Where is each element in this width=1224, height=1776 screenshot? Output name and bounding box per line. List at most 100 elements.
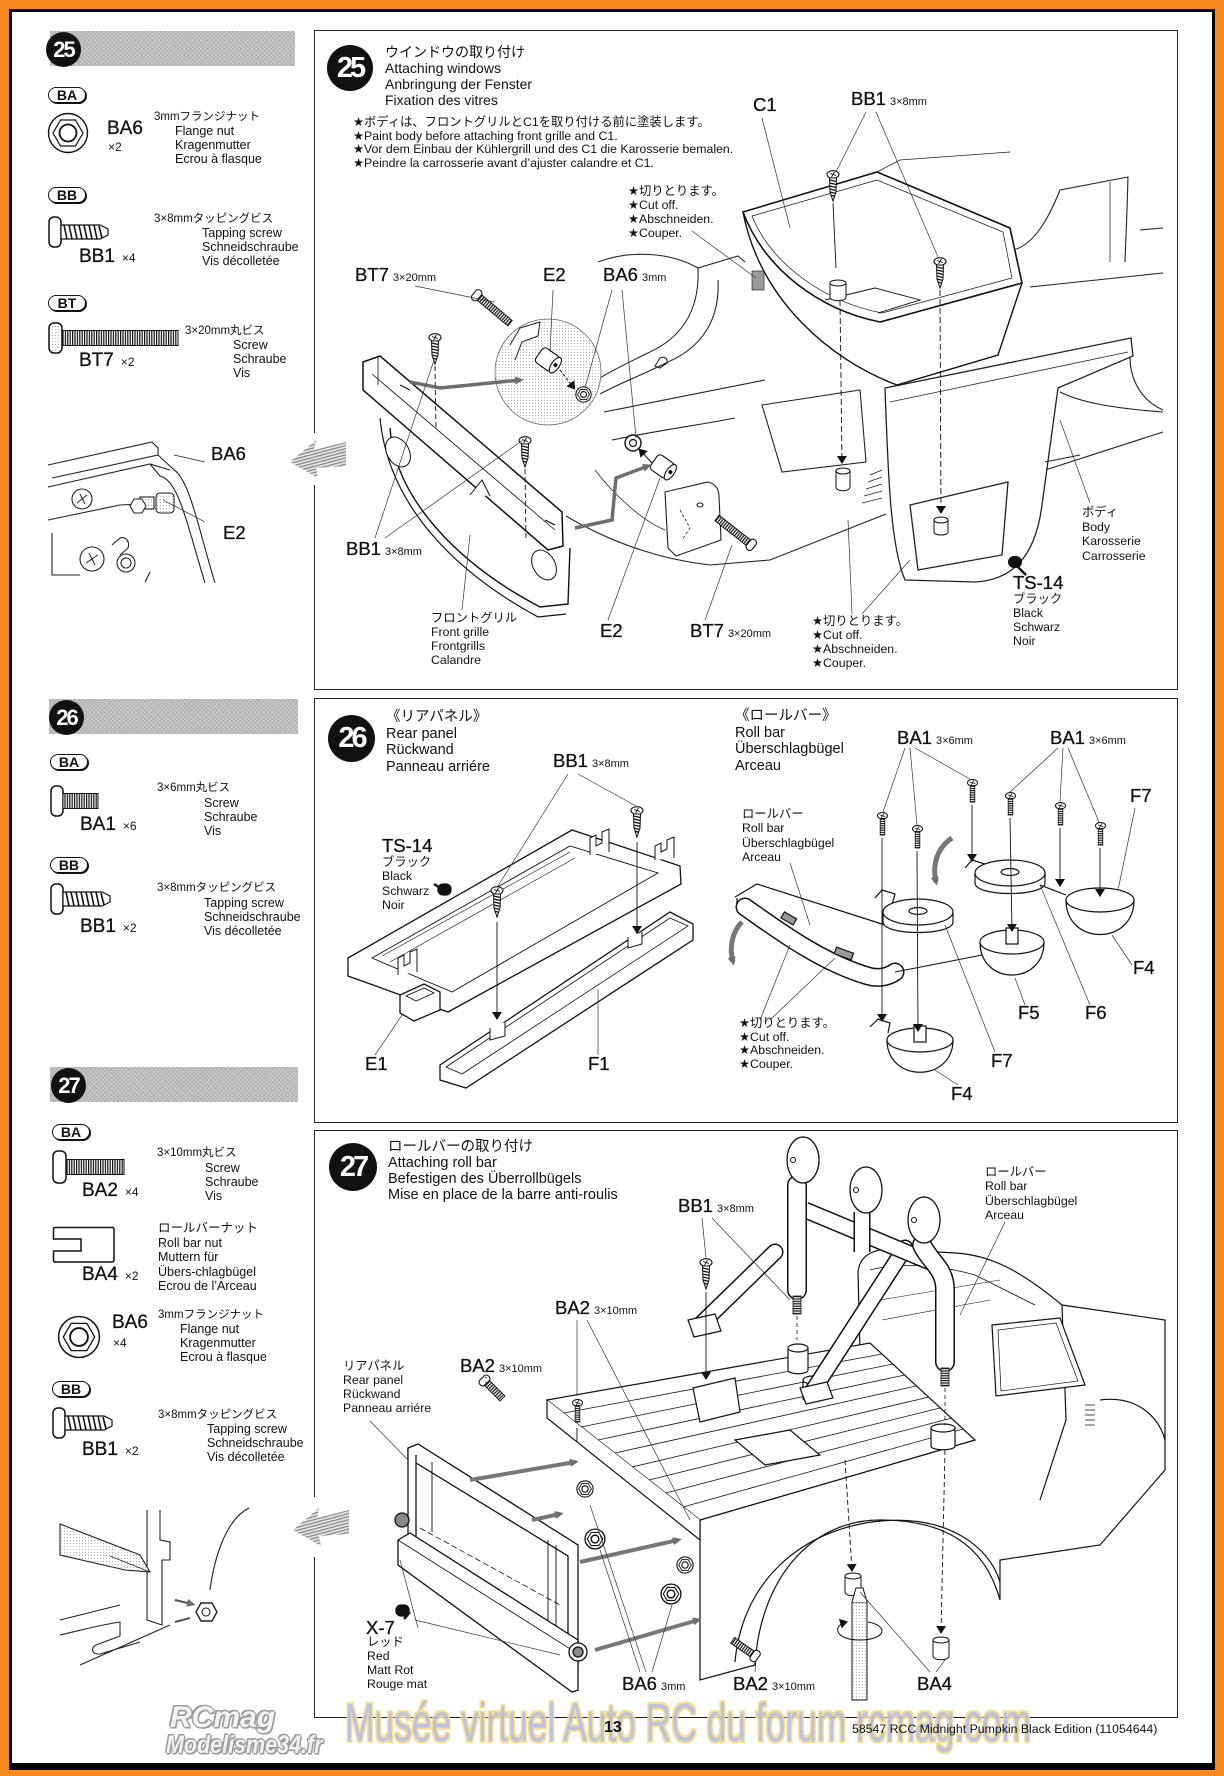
rear-panel-label: リアパネル Rear panel Rückwand Panneau arriér…: [343, 1359, 431, 1415]
part-code: BA2: [82, 1180, 118, 1201]
title-de: Befestigen des Überrollbügels: [388, 1171, 582, 1187]
part-name-de: Muttern für: [158, 1250, 219, 1265]
title-de: Rückwand: [386, 742, 454, 758]
label-ja: ブラック: [382, 855, 432, 869]
paint-code-ts14: TS-14: [1013, 573, 1064, 594]
part-spec-ja: 3×8mmタッピングビス: [158, 1409, 278, 1421]
step-26-header-bar: [49, 699, 298, 734]
note-en: ★Paint body before attaching front grill…: [353, 128, 618, 143]
part-names: Tapping screw Schneidschraube Vis décoll…: [202, 226, 299, 268]
flange-nut-icon: [47, 112, 89, 154]
part-name-de: Schraube: [204, 809, 258, 824]
part-name-fr: Vis: [205, 1188, 223, 1203]
part-code: F4: [951, 1083, 973, 1104]
part-name-en: Screw: [205, 1161, 240, 1175]
part-name-de: Schraube: [205, 1174, 259, 1189]
part-spec: 3×10mm: [498, 1363, 543, 1375]
part-code: BA6: [211, 443, 246, 464]
parts-bag-badge-ba: BA: [48, 87, 86, 103]
label-de: Überschlagbügel: [742, 835, 835, 850]
label-fr: Calandre: [431, 653, 481, 667]
part-code: BA6: [603, 264, 638, 285]
part-code: BA2: [555, 1297, 590, 1318]
part-code: E2: [600, 620, 623, 641]
part-code: BB1: [79, 246, 115, 267]
part-names: Screw Schraube Vis: [204, 796, 258, 838]
part-qty: ×2: [124, 1269, 139, 1283]
label-fr: Arceau: [742, 849, 781, 864]
roll-bar-nut-icon: [52, 1226, 115, 1263]
part-code-ba6: BA6: [107, 118, 143, 139]
part-qty: ×2: [120, 355, 135, 369]
note-de: ★Abschneiden.: [739, 1043, 825, 1058]
roll-bar-label: ロールバー Roll bar Überschlagbügel Arceau: [985, 1165, 1077, 1223]
note-ja: ★切りとります。: [628, 184, 724, 198]
part-names: Screw Schraube Vis: [233, 338, 287, 380]
cut-off-note-bottom: ★切りとります。 ★Cut off. ★Abschneiden. ★Couper…: [812, 614, 908, 670]
rear-panel-title: 《リアパネル》 Rear panel Rückwand Panneau arri…: [386, 709, 490, 775]
page-number: 13: [604, 1719, 622, 1736]
detail-label-e2: E2: [223, 523, 246, 544]
note-fr: ★Peindre la carrosserie avant d’ajuster …: [353, 155, 654, 170]
callout-f4-right: F4: [1133, 958, 1155, 979]
callout-e2-top: E2: [543, 265, 566, 286]
note-de: ★Vor dem Einbau der Kühlergrill und des …: [353, 142, 734, 157]
part-names: Tapping screw Schneidschraube Vis décoll…: [204, 896, 301, 938]
label-en: Red: [367, 1649, 390, 1663]
callout-c1: C1: [753, 95, 777, 116]
detail-arrow-icon: [293, 1508, 349, 1546]
detail-arrow-icon: [290, 440, 346, 478]
note-fr: ★Couper.: [739, 1057, 794, 1072]
part-name-fr: Ecrou de l’Arceau: [158, 1279, 257, 1294]
title-en: Attaching windows: [385, 60, 501, 76]
label-fr: Arceau: [985, 1208, 1024, 1223]
cut-off-note: ★切りとります。 ★Cut off. ★Abschneiden. ★Couper…: [739, 1016, 835, 1072]
label-en: Roll bar: [742, 821, 785, 836]
part-code: E1: [365, 1053, 388, 1074]
parts-bag-badge-bb: BB: [50, 857, 88, 873]
part-spec: 3mm: [660, 1681, 686, 1693]
part-qty: ×4: [121, 251, 136, 265]
label-ja: ロールバー: [985, 1165, 1047, 1179]
callout-e2-bottom: E2: [600, 621, 623, 642]
label-de: Überschlagbügel: [985, 1193, 1078, 1208]
label-en: Black: [1013, 606, 1044, 620]
roll-bar-title: 《ロールバー》 Roll bar Überschlagbügel Arceau: [735, 708, 844, 774]
part-code: BB1: [346, 538, 381, 559]
part-name-fr: Vis: [233, 365, 251, 380]
step-26-number: 26: [328, 715, 375, 762]
part-name-en: Tapping screw: [207, 1422, 287, 1436]
part-code-bb1: BB1×2: [82, 1440, 139, 1461]
part-spec-ja: 3×8mmタッピングビス: [157, 882, 277, 894]
title-fr: Fixation des vitres: [385, 92, 498, 108]
step-26-number-badge: 26: [49, 700, 84, 735]
label-ja: ブラック: [1013, 592, 1063, 606]
part-spec: 3mm: [641, 272, 667, 284]
part-spec-ja: 3×20mm丸ビス: [185, 325, 265, 337]
callout-f7-top: F7: [1130, 786, 1152, 807]
note-ja: ★切りとります。: [739, 1016, 835, 1030]
title-fr: Arceau: [735, 757, 781, 774]
part-code: BB1: [553, 750, 588, 771]
part-name-en: Flange nut: [180, 1322, 240, 1336]
part-name-fr: Ecrou à flasque: [175, 151, 262, 166]
part-code: BT7: [79, 350, 114, 371]
label-fr: Noir: [382, 897, 405, 912]
detail-label-ba6: BA6: [211, 444, 246, 465]
part-name-de: Kragenmutter: [180, 1335, 256, 1350]
label-de: Schwarz: [1013, 620, 1061, 634]
part-qty: ×2: [122, 921, 137, 935]
title-de: Anbringung der Fenster: [385, 76, 533, 92]
part-code: F5: [1018, 1002, 1040, 1023]
part-code: E2: [543, 264, 566, 285]
part-code: E2: [223, 522, 246, 543]
paint-code: X-7: [366, 1617, 395, 1638]
part-name-fr: Vis décolletée: [204, 923, 282, 938]
callout-f7-bottom: F7: [991, 1051, 1013, 1072]
